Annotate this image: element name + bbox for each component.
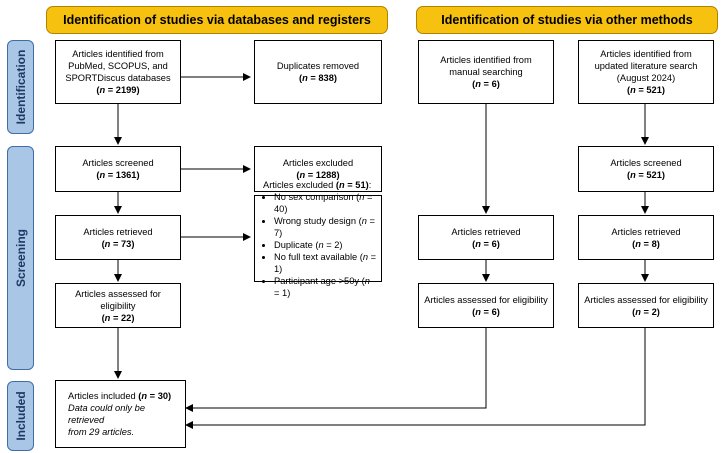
header-other-text: Identification of studies via other meth…	[441, 13, 693, 27]
stage-included-label: Included	[13, 391, 28, 441]
header-other-methods: Identification of studies via other meth…	[416, 6, 718, 34]
box-db-eligible: Articles assessed for eligibility (n = 2…	[55, 283, 181, 328]
box-excluded-reasons: Articles excluded (n = 51): No sex compa…	[254, 180, 382, 298]
arrow-manual-to-included	[185, 328, 487, 412]
header-databases-text: Identification of studies via databases …	[63, 13, 371, 27]
exclusion-reasons-list: No sex comparison (n = 40) Wrong study d…	[263, 191, 377, 299]
reason-item: Wrong study design (n = 7)	[274, 215, 377, 239]
stage-screening-label: Screening	[13, 228, 28, 288]
arrow-updated-to-included	[185, 328, 646, 429]
header-databases: Identification of studies via databases …	[46, 6, 388, 34]
box-db-excluded: Articles excluded (n = 1288)	[254, 146, 382, 192]
box-db-identified: Articles identified from PubMed, SCOPUS,…	[55, 40, 181, 104]
stage-identification: Identification	[7, 40, 34, 134]
box-manual-retrieved: Articles retrieved (n = 6)	[418, 215, 554, 260]
box-included: Articles included (n = 30) Data could on…	[55, 380, 186, 448]
box-updated-screened: Articles screened (n = 521)	[578, 146, 714, 192]
box-db-retrieved: Articles retrieved (n = 73)	[55, 215, 181, 260]
reason-item: Duplicate (n = 2)	[274, 239, 377, 251]
reason-item: No sex comparison (n = 40)	[274, 191, 377, 215]
box-updated-identified: Articles identified from updated literat…	[578, 40, 714, 104]
box-db-screened: Articles screened (n = 1361)	[55, 146, 181, 192]
stage-included: Included	[7, 381, 34, 451]
box-updated-retrieved: Articles retrieved (n = 8)	[578, 215, 714, 260]
box-manual-identified: Articles identified from manual searchin…	[418, 40, 554, 104]
box-manual-eligible: Articles assessed for eligibility (n = 6…	[418, 283, 554, 328]
stage-identification-label: Identification	[13, 49, 28, 125]
reason-item: Participant age >50y (n = 1)	[274, 275, 377, 299]
reason-item: No full text available (n = 1)	[274, 251, 377, 275]
stage-screening: Screening	[7, 146, 34, 370]
box-duplicates-removed: Duplicates removed (n = 838)	[254, 40, 382, 104]
box-updated-eligible: Articles assessed for eligibility (n = 2…	[578, 283, 714, 328]
